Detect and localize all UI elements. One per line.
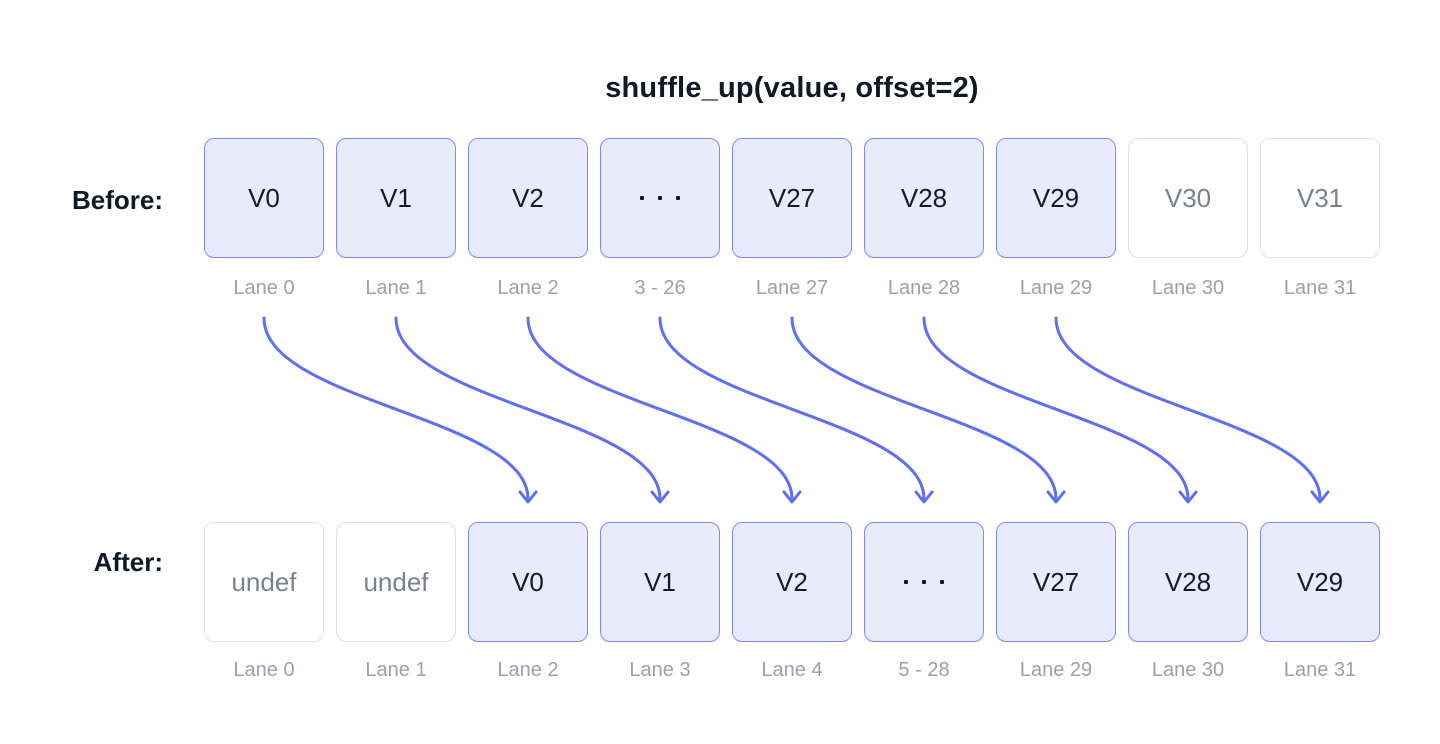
dot-icon bbox=[640, 196, 644, 200]
after-lane-label-7: Lane 30 bbox=[1151, 659, 1225, 681]
after-lane-label-4: Lane 4 bbox=[761, 659, 823, 681]
after-lane-label-0: Lane 0 bbox=[233, 659, 295, 681]
shuffle-arrow-0-to-2 bbox=[262, 316, 538, 504]
arrowhead-icon bbox=[1178, 490, 1198, 504]
arrow-curve bbox=[922, 316, 1190, 501]
after-lane-label-2: Lane 2 bbox=[497, 659, 559, 681]
before-lane-label-4: Lane 27 bbox=[755, 277, 829, 299]
after-lane-label-5: 5 - 28 bbox=[898, 659, 950, 681]
diagram-title: shuffle_up(value, offset=2) bbox=[605, 72, 979, 104]
after-lane-cell-5 bbox=[864, 522, 984, 642]
after-lane-cell-3: V1 bbox=[600, 522, 720, 642]
arrow-curve bbox=[790, 316, 1058, 501]
before-lane-cell-2: V2 bbox=[468, 138, 588, 258]
after-lane-cell-2: V0 bbox=[468, 522, 588, 642]
ellipsis-dots-icon bbox=[904, 580, 944, 584]
shuffle-arrow-1-to-3 bbox=[394, 316, 670, 504]
shuffle-arrow-5-to-7 bbox=[922, 316, 1198, 504]
before-lane-cell-3 bbox=[600, 138, 720, 258]
after-row-label: After: bbox=[93, 547, 163, 577]
arrowhead-icon bbox=[1046, 490, 1066, 504]
arrow-curve bbox=[262, 316, 530, 501]
after-lane-cell-1: undef bbox=[336, 522, 456, 642]
before-lane-label-1: Lane 1 bbox=[365, 277, 427, 299]
arrowhead-icon bbox=[914, 490, 934, 504]
before-lane-label-2: Lane 2 bbox=[497, 277, 559, 299]
before-lane-label-3: 3 - 26 bbox=[634, 277, 686, 299]
dot-icon bbox=[904, 580, 908, 584]
arrowhead-icon bbox=[1310, 490, 1330, 504]
before-lane-label-0: Lane 0 bbox=[233, 277, 295, 299]
after-lane-label-1: Lane 1 bbox=[365, 659, 427, 681]
after-lane-cell-0: undef bbox=[204, 522, 324, 642]
before-lane-cell-7: V30 bbox=[1128, 138, 1248, 258]
shuffle-arrow-4-to-6 bbox=[790, 316, 1066, 504]
shuffle-arrow-3-to-5 bbox=[658, 316, 934, 504]
before-lane-cell-4: V27 bbox=[732, 138, 852, 258]
before-lane-label-5: Lane 28 bbox=[887, 277, 961, 299]
before-row-label: Before: bbox=[71, 185, 163, 215]
dot-icon bbox=[676, 196, 680, 200]
before-lane-label-6: Lane 29 bbox=[1019, 277, 1093, 299]
arrowhead-icon bbox=[782, 490, 802, 504]
ellipsis-dots-icon bbox=[640, 196, 680, 200]
before-lane-label-8: Lane 31 bbox=[1283, 277, 1357, 299]
before-lane-cell-6: V29 bbox=[996, 138, 1116, 258]
dot-icon bbox=[940, 580, 944, 584]
before-lane-cell-0: V0 bbox=[204, 138, 324, 258]
arrowhead-icon bbox=[650, 490, 670, 504]
after-lane-label-8: Lane 31 bbox=[1283, 659, 1357, 681]
before-lane-cell-8: V31 bbox=[1260, 138, 1380, 258]
arrow-curve bbox=[1054, 316, 1322, 501]
before-lane-label-7: Lane 30 bbox=[1151, 277, 1225, 299]
after-lane-cell-8: V29 bbox=[1260, 522, 1380, 642]
dot-icon bbox=[922, 580, 926, 584]
before-lane-cell-5: V28 bbox=[864, 138, 984, 258]
after-lane-cell-7: V28 bbox=[1128, 522, 1248, 642]
shuffle-arrow-2-to-4 bbox=[526, 316, 802, 504]
after-lane-cell-6: V27 bbox=[996, 522, 1116, 642]
shuffle-arrow-6-to-8 bbox=[1054, 316, 1330, 504]
dot-icon bbox=[658, 196, 662, 200]
after-lane-label-6: Lane 29 bbox=[1019, 659, 1093, 681]
after-lane-label-3: Lane 3 bbox=[629, 659, 691, 681]
after-lane-cell-4: V2 bbox=[732, 522, 852, 642]
before-lane-cell-1: V1 bbox=[336, 138, 456, 258]
arrowhead-icon bbox=[518, 490, 538, 504]
arrow-curve bbox=[394, 316, 662, 501]
arrow-curve bbox=[526, 316, 794, 501]
arrow-curve bbox=[658, 316, 926, 501]
